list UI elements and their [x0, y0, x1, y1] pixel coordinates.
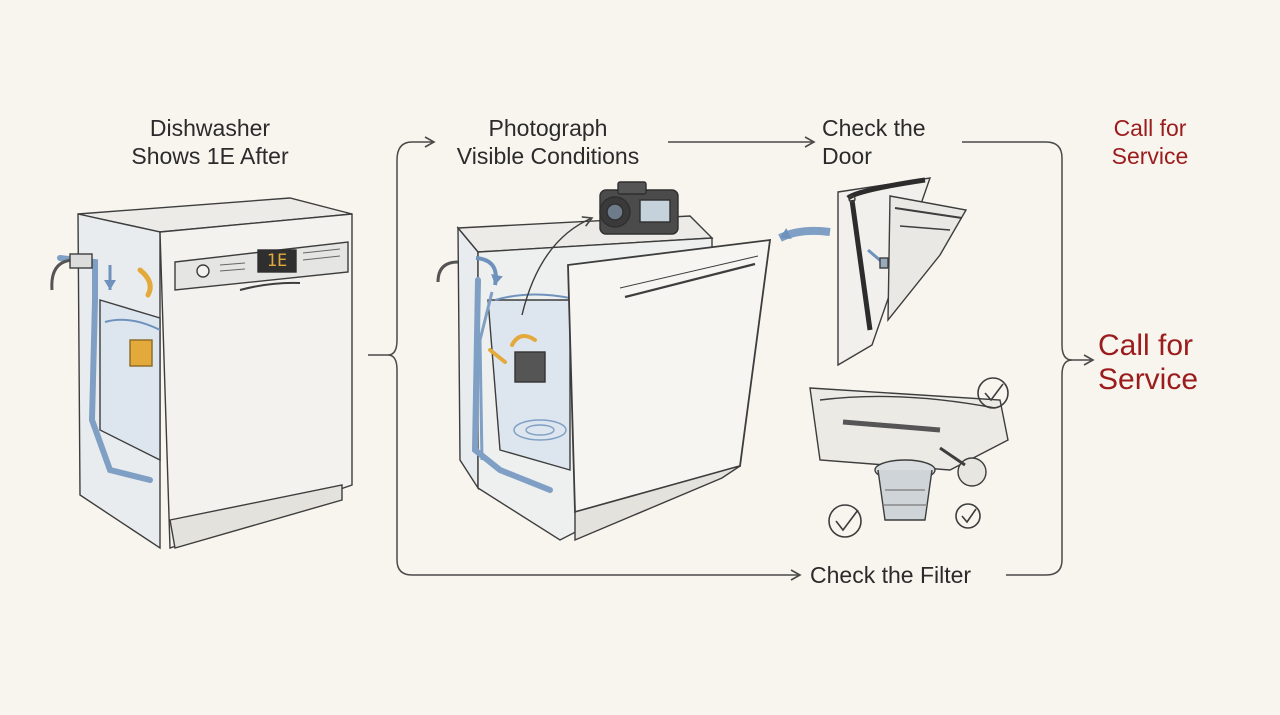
check-icon	[977, 377, 1009, 409]
step-filter-label: Check the Filter	[810, 562, 972, 588]
step-photograph-line1: Photograph	[488, 115, 608, 141]
step-door-line1: Check the	[822, 115, 926, 141]
step-start-label: Dishwasher Shows 1E After	[110, 114, 310, 170]
service-main-label: Call for Service	[1098, 329, 1258, 397]
step-door-label: Check the Door	[822, 114, 958, 170]
display-code: 1E	[266, 251, 288, 271]
check-icon	[955, 503, 981, 529]
door-seal-illustration	[837, 177, 968, 367]
step-photograph-label: Photograph Visible Conditions	[432, 114, 664, 170]
service-top-line2: Service	[1111, 143, 1189, 169]
step-start-line1: Dishwasher	[149, 115, 271, 141]
flow-connectors	[368, 136, 1095, 581]
arrow-icon	[521, 216, 594, 316]
check-icon	[828, 504, 862, 538]
camera-icon	[599, 181, 679, 235]
service-main-line2: Service	[1098, 363, 1199, 396]
service-top-line1: Call for	[1113, 115, 1187, 141]
dishwasher-left-illustration	[50, 197, 353, 550]
step-door-line2: Door	[822, 143, 872, 169]
step-photograph-line2: Visible Conditions	[456, 143, 640, 169]
filter-illustration	[809, 387, 1009, 521]
service-main-line1: Call for	[1098, 329, 1194, 362]
dishwasher-middle-illustration	[436, 215, 772, 542]
service-top-label: Call for Service	[1090, 114, 1210, 170]
arrow-icon	[778, 226, 831, 242]
error-display	[257, 249, 297, 273]
step-start-line2: Shows 1E After	[131, 143, 289, 169]
